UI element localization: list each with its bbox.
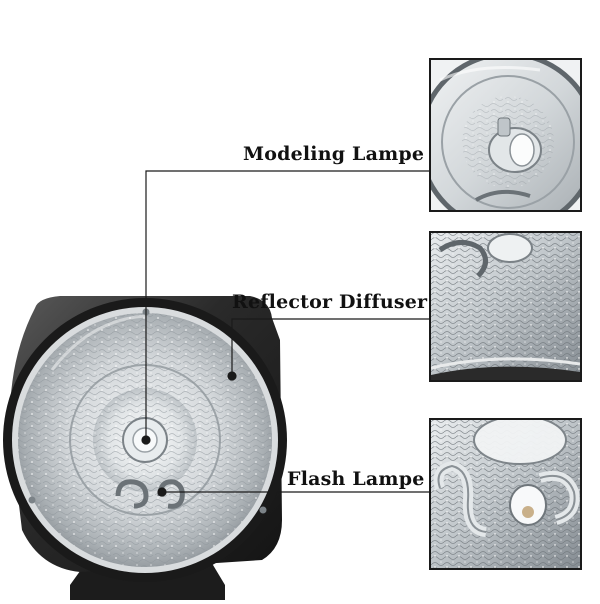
thumbnail-reflector-diffuser [429, 231, 582, 382]
screw-left [28, 496, 36, 504]
leader-modeling [145, 170, 430, 440]
inner-ring [69, 364, 221, 516]
leader-lines [141, 170, 430, 497]
callout-label-reflector: Reflector Diffuser [232, 291, 428, 313]
callout-label-modeling: Modeling Lampe [243, 143, 425, 165]
leader-reflector [231, 318, 430, 376]
leader-dot-reflector [227, 371, 237, 381]
screw-right [259, 506, 267, 514]
thumbnail-modeling-lampe [429, 58, 582, 212]
leader-dot-modeling [141, 435, 151, 445]
callout-label-flash: Flash Lampe [287, 468, 425, 490]
flash-tube-left [115, 479, 149, 509]
rim-highlight [50, 314, 146, 371]
flash-tube-right [157, 479, 185, 509]
thumbnail-flash-lampe [429, 418, 582, 570]
flash-head [3, 296, 287, 600]
leader-dot-flash [157, 487, 167, 497]
